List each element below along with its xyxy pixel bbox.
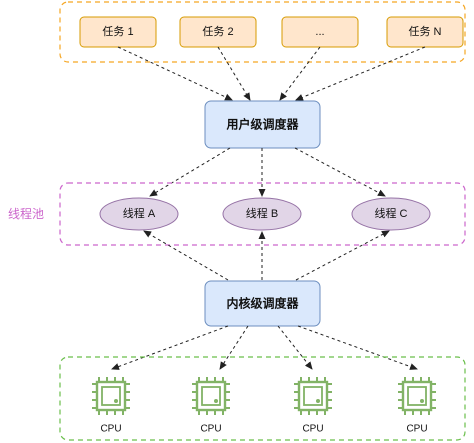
cpu-node: CPU	[398, 377, 436, 435]
edge-user-scheduler-to-thread-c	[294, 147, 386, 197]
edge-kernel-scheduler-to-cpu-4	[297, 325, 418, 370]
edge-kernel-scheduler-to-cpu-3	[277, 325, 313, 370]
edge-kernel-scheduler-to-thread-c	[295, 230, 390, 281]
thread-node-a: 线程 A	[99, 197, 179, 231]
task-label: 任务 2	[202, 25, 233, 38]
cpu-label: CPU	[302, 424, 323, 435]
edge-task2-to-user-scheduler	[217, 46, 251, 101]
task-node-ellipsis: ...	[281, 16, 359, 48]
task-label: ...	[315, 26, 324, 38]
kernel-scheduler-label: 内核级调度器	[226, 296, 299, 311]
cpu-label: CPU	[100, 424, 121, 435]
task-node-n: 任务 N	[386, 16, 464, 48]
user-scheduler-label: 用户级调度器	[225, 117, 299, 132]
edge-taskn-to-user-scheduler	[295, 46, 426, 101]
task-label: 任务 1	[102, 25, 133, 38]
cpu-node: CPU	[192, 377, 230, 435]
cpu-chip-icon	[294, 377, 332, 415]
edge-kernel-scheduler-to-cpu-2	[219, 325, 249, 370]
thread-pool-group	[59, 182, 466, 246]
cpu-chip-icon	[192, 377, 230, 415]
task-label: 任务 N	[409, 25, 442, 38]
thread-label: 线程 B	[246, 206, 278, 220]
edge-task1-to-user-scheduler	[117, 46, 233, 101]
cpu-chip-icon	[398, 377, 436, 415]
edge-user-scheduler-to-thread-a	[149, 147, 231, 197]
cpu-node: CPU	[294, 377, 332, 435]
cpu-chip-icon	[92, 377, 130, 415]
cpu-layer: CPU CPU CPU CPU	[92, 377, 436, 435]
thread-pool-label: 线程池	[8, 206, 44, 221]
thread-label: 线程 A	[123, 206, 156, 220]
thread-label: 线程 C	[375, 206, 408, 220]
cpu-label: CPU	[200, 424, 221, 435]
kernel-scheduler-node: 内核级调度器	[204, 280, 321, 327]
cpu-node: CPU	[92, 377, 130, 435]
cpu-group	[59, 356, 466, 441]
cpu-label: CPU	[406, 424, 427, 435]
edge-kernel-scheduler-to-cpu-1	[111, 325, 229, 370]
thread-node-b: 线程 B	[222, 197, 302, 231]
thread-node-c: 线程 C	[351, 197, 431, 231]
task-group	[59, 1, 466, 63]
task-node-1: 任务 1	[79, 16, 157, 48]
edge-kernel-scheduler-to-thread-a	[143, 230, 229, 281]
edge-task3-to-user-scheduler	[279, 46, 321, 101]
user-scheduler-node: 用户级调度器	[204, 100, 321, 149]
task-node-2: 任务 2	[179, 16, 257, 48]
